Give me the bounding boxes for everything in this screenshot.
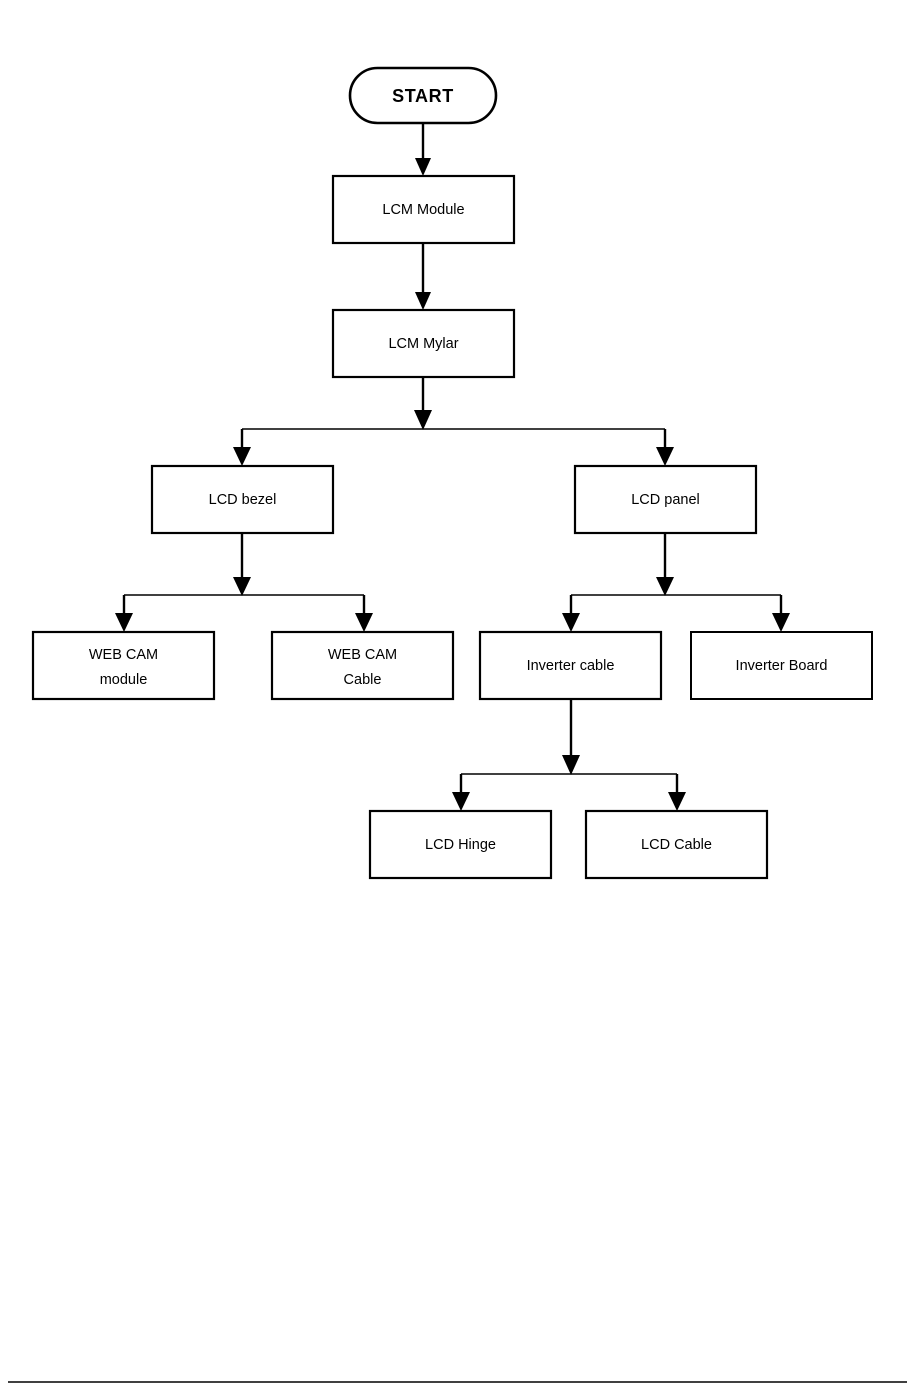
node-lcm-module-label: LCM Module [382, 202, 464, 218]
node-web-cam-module-label-line1: WEB CAM [89, 647, 158, 663]
edge-bus-to-web-cam-module [115, 595, 133, 632]
edge-bus-to-lcd-panel [656, 429, 674, 466]
node-web-cam-cable[interactable]: WEB CAM Cable [270, 630, 455, 701]
node-lcd-cable[interactable]: LCD Cable [584, 809, 769, 880]
node-inverter-cable-label: Inverter cable [527, 658, 615, 674]
edge-bus-to-lcd-hinge [452, 774, 470, 811]
node-lcm-module[interactable]: LCM Module [331, 174, 516, 245]
node-lcd-panel-label: LCD panel [631, 492, 700, 508]
node-web-cam-module-label-line2: module [100, 672, 148, 688]
node-start[interactable]: START [348, 66, 498, 125]
node-web-cam-cable-label-line1: WEB CAM [328, 647, 397, 663]
edge-start-to-lcm-module [415, 123, 431, 176]
node-web-cam-cable-label-line2: Cable [344, 672, 382, 688]
node-inverter-board-label: Inverter Board [736, 658, 828, 674]
edge-bus-to-lcd-cable [668, 774, 686, 811]
edge-bus-to-lcd-bezel [233, 429, 251, 466]
edge-bus-to-inverter-cable [562, 595, 580, 632]
edge-lcm-module-to-lcm-mylar [415, 243, 431, 310]
node-inverter-cable[interactable]: Inverter cable [478, 630, 663, 701]
node-lcd-bezel[interactable]: LCD bezel [150, 464, 335, 535]
node-start-label: START [392, 86, 454, 106]
edge-lcd-bezel-to-branch-bus [233, 533, 251, 596]
node-lcd-panel[interactable]: LCD panel [573, 464, 758, 535]
node-inverter-board[interactable]: Inverter Board [690, 631, 873, 700]
node-lcd-cable-label: LCD Cable [641, 837, 712, 853]
node-lcd-hinge-label: LCD Hinge [425, 837, 496, 853]
node-lcm-mylar[interactable]: LCM Mylar [331, 308, 516, 379]
node-lcd-hinge[interactable]: LCD Hinge [368, 809, 553, 880]
edge-bus-to-web-cam-cable [355, 595, 373, 632]
edge-inverter-cable-to-branch-bus [562, 699, 580, 775]
node-lcm-mylar-label: LCM Mylar [388, 336, 458, 352]
edge-bus-to-inverter-board [772, 595, 790, 632]
node-web-cam-module[interactable]: WEB CAM module [31, 630, 216, 701]
edge-lcd-panel-to-branch-bus [656, 533, 674, 596]
edge-lcm-mylar-to-branch-bus [414, 377, 432, 430]
node-lcd-bezel-label: LCD bezel [209, 492, 277, 508]
